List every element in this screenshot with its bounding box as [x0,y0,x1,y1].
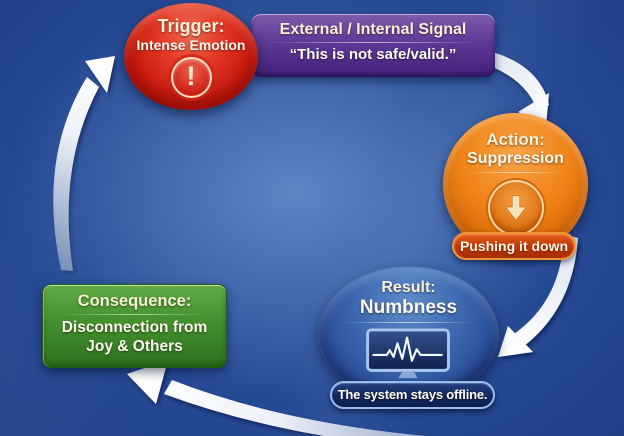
signal-divider [265,42,481,43]
result-caption-pill: The system stays offline. [330,381,495,409]
result-divider [341,322,476,323]
result-title: Result: [381,279,436,296]
consequence-title: Consequence: [77,292,192,310]
action-caption-pill: Pushing it down [452,232,576,260]
result-subtitle: Numbness [359,297,458,318]
exclamation-icon: ! [170,57,212,98]
arrow-result-to-consequence [127,360,427,436]
signal-quote: “This is not safe/valid.” [289,46,457,63]
action-title: Action: [486,130,545,149]
node-trigger: Trigger: Intense Emotion ! [124,3,258,110]
action-divider [467,172,564,173]
trigger-title: Trigger: [157,16,225,36]
monitor-flatline-icon [319,328,498,385]
exclamation-glyph: ! [186,61,196,91]
node-consequence: Consequence: Disconnection from Joy & Ot… [42,284,227,368]
node-signal: External / Internal Signal “This is not … [251,14,495,77]
trigger-subtitle: Intense Emotion [136,37,246,53]
arrow-action-to-result [498,234,578,357]
consequence-line2: Joy & Others [86,337,183,355]
arrow-consequence-to-trigger [53,56,115,271]
consequence-line1: Disconnection from [61,319,208,336]
node-result: Result: Numbness [319,267,498,401]
down-arrow-icon [487,180,544,236]
consequence-divider [59,314,210,315]
action-subtitle: Suppression [467,150,564,167]
signal-title: External / Internal Signal [279,21,467,38]
